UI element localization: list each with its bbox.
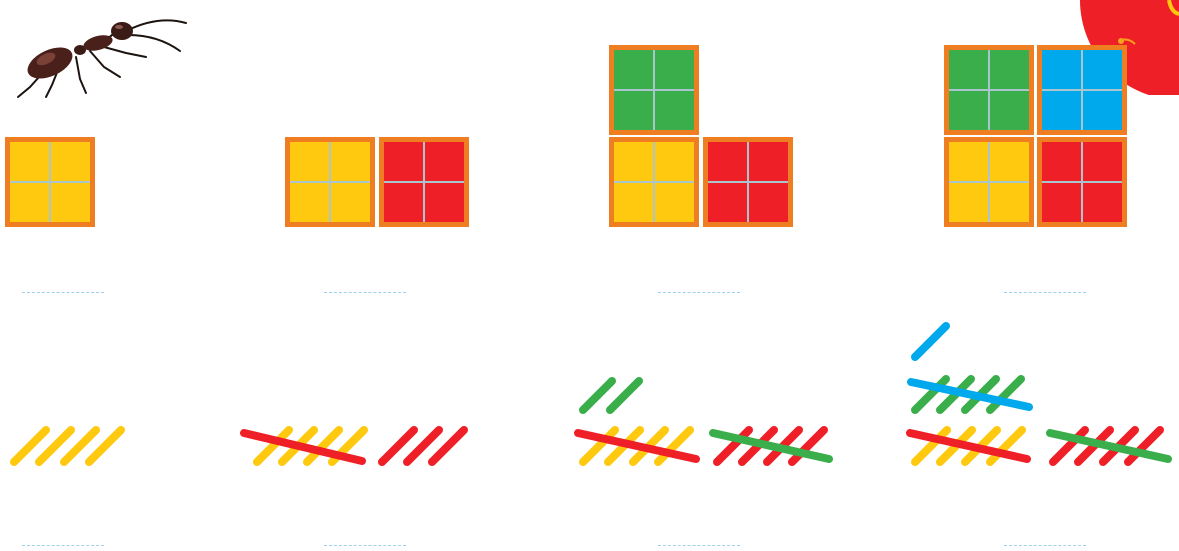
green-stick (583, 381, 612, 410)
green-stick (610, 381, 639, 410)
tally-group-1 (14, 430, 121, 462)
tally-group-3 (578, 381, 829, 462)
tally-group-2 (244, 430, 464, 462)
tally-group-4 (910, 326, 1168, 462)
blue-stick (915, 326, 946, 357)
